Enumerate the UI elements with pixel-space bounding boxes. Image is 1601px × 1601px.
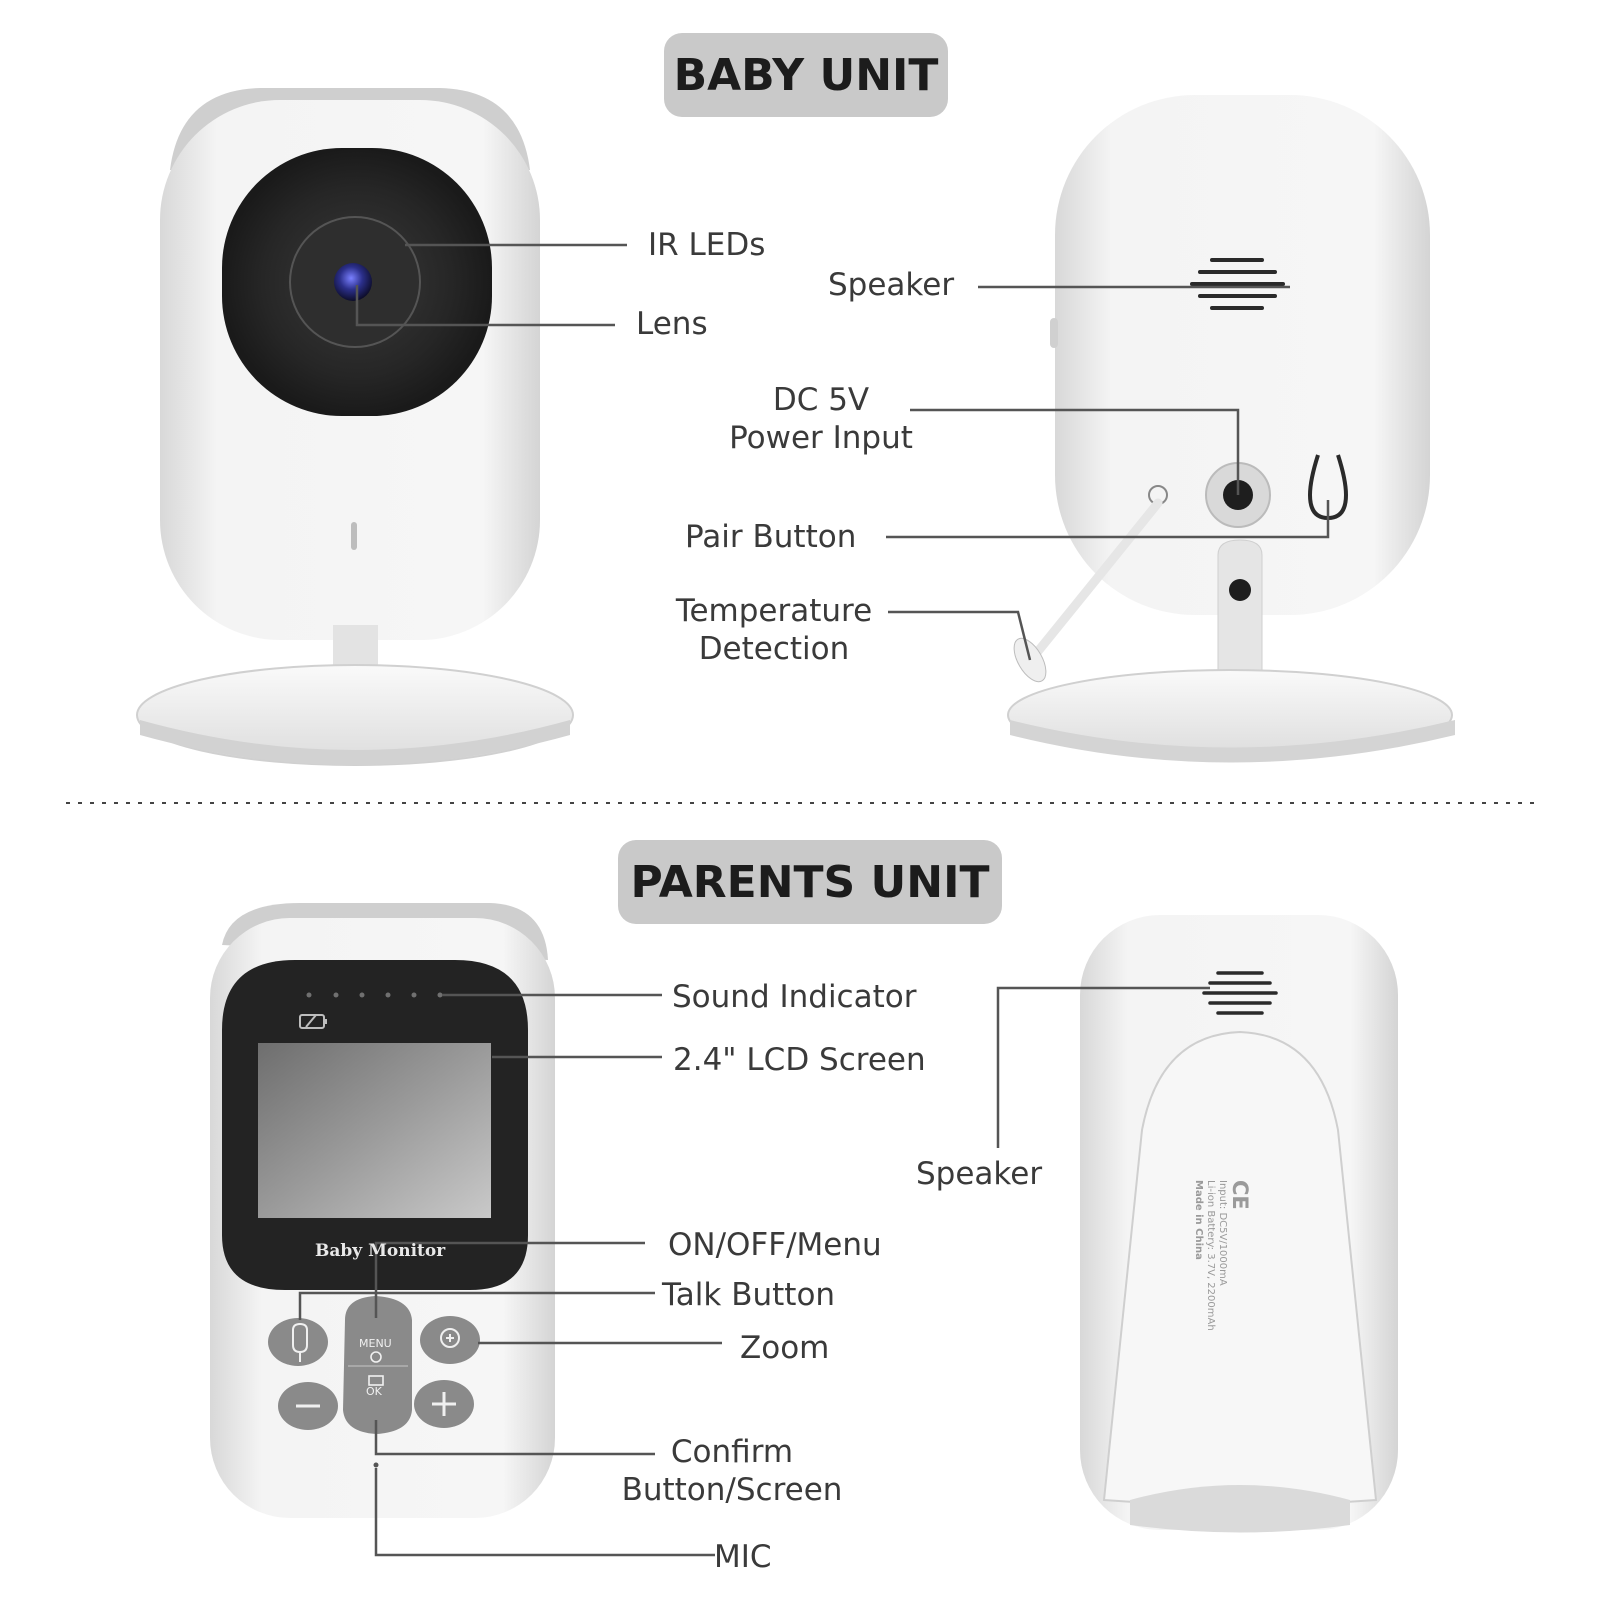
microphone-icon xyxy=(292,1322,308,1362)
print-origin: Made in China xyxy=(1193,1180,1204,1260)
label-pair-button: Pair Button xyxy=(685,519,857,555)
label-ir-leds: IR LEDs xyxy=(648,227,766,263)
parents-unit-back xyxy=(1080,915,1398,1533)
label-confirm-line2: Button/Screen xyxy=(621,1472,843,1508)
talk-button[interactable] xyxy=(268,1318,328,1366)
parents-unit-title: PARENTS UNIT xyxy=(618,840,1002,924)
lcd-screen xyxy=(258,1043,491,1218)
lens-icon xyxy=(334,263,372,301)
temperature-probe xyxy=(1030,498,1163,660)
battery-icon xyxy=(299,1014,327,1029)
plus-icon xyxy=(432,1392,456,1416)
label-dc-input-line2: Power Input xyxy=(729,420,913,456)
speaker-grille-icon xyxy=(1202,971,1278,1015)
label-zoom: Zoom xyxy=(740,1330,830,1366)
label-speaker-baby: Speaker xyxy=(828,267,955,303)
ok-key-label: OK xyxy=(366,1385,382,1398)
brand-logo-text: Baby Monitor xyxy=(315,1241,446,1261)
speaker-grille-icon xyxy=(1190,258,1285,310)
baby-unit-back xyxy=(1007,95,1455,763)
zoom-in-icon xyxy=(440,1328,460,1348)
parents-unit-front xyxy=(210,903,555,1518)
label-talk-button: Talk Button xyxy=(662,1277,836,1313)
ce-mark: CE xyxy=(1228,1180,1252,1210)
label-sound-indicator: Sound Indicator xyxy=(672,979,917,1015)
baby-unit-front xyxy=(136,88,574,766)
mic-hole xyxy=(373,1462,379,1468)
screen-toggle-icon xyxy=(368,1375,384,1386)
label-lcd-screen: 2.4" LCD Screen xyxy=(673,1042,926,1078)
label-speaker-parents: Speaker xyxy=(916,1156,1043,1192)
label-confirm-line1: Confirm xyxy=(670,1434,794,1470)
label-temperature-line1: Temperature xyxy=(675,593,873,629)
status-led xyxy=(351,522,357,550)
button-pad xyxy=(268,1296,480,1434)
label-lens: Lens xyxy=(636,306,708,342)
power-icon xyxy=(370,1351,382,1363)
label-on-off-menu: ON/OFF/Menu xyxy=(668,1227,882,1263)
print-battery: Li-ion Battery: 3.7V, 2200mAh xyxy=(1205,1180,1216,1331)
label-dc-input-line1: DC 5V xyxy=(772,382,870,418)
sound-indicator-dots xyxy=(306,992,443,998)
label-temperature-line2: Detection xyxy=(698,631,850,667)
menu-key-label: MENU xyxy=(359,1337,392,1350)
baby-unit-title: BABY UNIT xyxy=(664,33,948,117)
print-input: Input: DC5V/1000mA xyxy=(1217,1180,1228,1286)
label-mic: MIC xyxy=(714,1539,772,1575)
